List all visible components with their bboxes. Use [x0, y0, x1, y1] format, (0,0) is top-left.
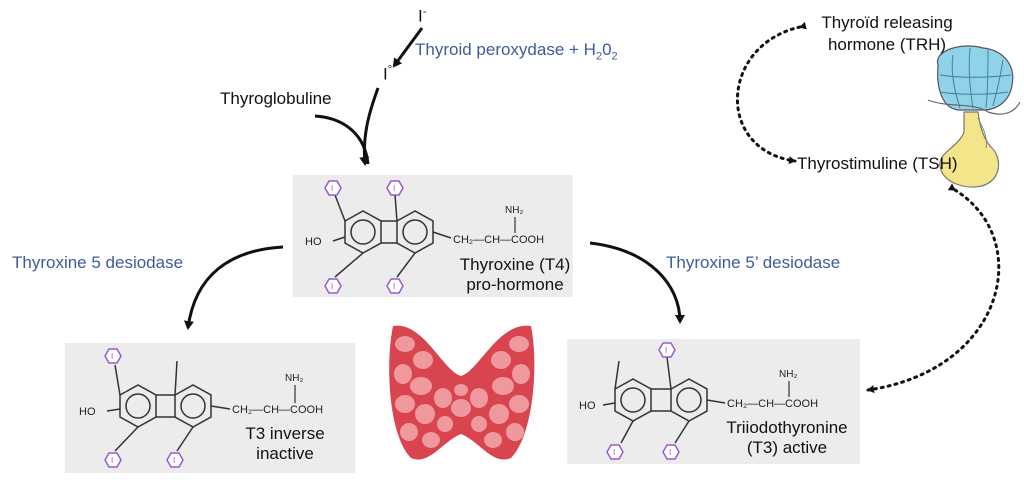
svg-text:I: I — [669, 448, 671, 457]
t3-amine-label: NH₂ — [779, 369, 797, 380]
rt3-ho-label: HO — [79, 406, 96, 418]
iodide-label: I- — [418, 6, 427, 26]
iodine-hex-icon — [166, 452, 184, 468]
svg-text:I: I — [665, 346, 667, 355]
t4-ho-label: HO — [305, 236, 322, 248]
svg-text:I: I — [331, 184, 333, 193]
svg-text:I: I — [331, 282, 333, 291]
iodine-hex-icon — [104, 452, 122, 468]
rt3-caption: T3 inverse inactive — [225, 424, 345, 463]
t4-molecule-structure: HO CH₂—CH—COOH NH₂ I I I I — [305, 180, 544, 294]
rt3-molecule-structure: HO CH₂—CH—COOH NH₂ I I I — [79, 348, 323, 468]
rt3-amine-label: NH₂ — [285, 373, 303, 384]
thyroglobuline-label: Thyroglobuline — [220, 89, 332, 108]
trh-label: Thyroïd releasing hormone (TRH) — [812, 12, 962, 56]
trh-tsh-feedback-arrow — [735, 21, 807, 165]
t4-role: pro-hormone — [466, 274, 564, 294]
iodine-hex-icon — [662, 444, 680, 460]
svg-text:I: I — [393, 184, 395, 193]
t4-caption: Thyroxine (T4) pro-hormone — [440, 255, 590, 294]
rt3-name: T3 inverse — [245, 424, 325, 443]
tsh-label: Thyrostimuline (TSH) — [797, 154, 958, 173]
iodine-hex-icon — [324, 278, 342, 294]
iodine-hex-icon — [104, 348, 122, 364]
iodine-hex-icon — [386, 180, 404, 196]
t4-structure-panel: HO CH₂—CH—COOH NH₂ I I I I — [293, 175, 573, 297]
t3-role: (T3) active — [746, 437, 828, 457]
hypothalamus-pituitary-illustration — [927, 45, 1021, 188]
t3-structure-panel: HO CH₂—CH—COOH NH₂ I I I — [567, 339, 860, 464]
trh-line1: Thyroïd releasing — [821, 13, 953, 32]
iodine-hex-icon — [606, 444, 624, 460]
svg-text:I: I — [111, 352, 113, 361]
iodine-label: I° — [383, 64, 393, 84]
rt3-chain-label: CH₂—CH—COOH — [232, 404, 323, 416]
thyroglobuline-to-t4-arrow — [314, 114, 370, 165]
peroxydase-enzyme-label: Thyroid peroxydase + H202 — [415, 40, 618, 63]
t3-chain-label: CH₂—CH—COOH — [727, 398, 818, 410]
t4-to-t3-arrow — [589, 241, 685, 324]
svg-text:I: I — [173, 456, 175, 465]
trh-line2: hormone (TRH) — [827, 35, 947, 55]
iodine-to-t4-arrow — [359, 87, 380, 166]
tsh-t3-feedback-arrow — [866, 183, 1001, 394]
svg-text:I: I — [393, 282, 395, 291]
t4-to-rt3-arrow — [183, 245, 284, 330]
svg-text:I: I — [111, 456, 113, 465]
iodine-hex-icon — [386, 278, 404, 294]
t3-molecule-structure: HO CH₂—CH—COOH NH₂ I I I — [579, 342, 818, 460]
svg-text:I: I — [613, 448, 615, 457]
desiodase-5prime-label: Thyroxine 5’ desiodase — [666, 253, 841, 272]
t3-caption: Triiodothyronine (T3) active — [712, 418, 862, 457]
iodine-hex-icon — [658, 342, 676, 358]
thyroid-gland-illustration — [383, 316, 540, 466]
rt3-role: inactive — [256, 443, 314, 463]
t4-name: Thyroxine (T4) — [459, 255, 571, 274]
t4-chain-label: CH₂—CH—COOH — [453, 234, 544, 246]
desiodase-5-label: Thyroxine 5 desiodase — [12, 253, 184, 272]
iodine-hex-icon — [324, 180, 342, 196]
iodide-to-iodine-arrow — [392, 27, 424, 68]
t3-ho-label: HO — [579, 400, 596, 412]
t4-amine-label: NH₂ — [505, 205, 523, 216]
rt3-structure-panel: HO CH₂—CH—COOH NH₂ I I I — [65, 343, 355, 473]
t3-name: Triiodothyronine — [726, 418, 848, 437]
